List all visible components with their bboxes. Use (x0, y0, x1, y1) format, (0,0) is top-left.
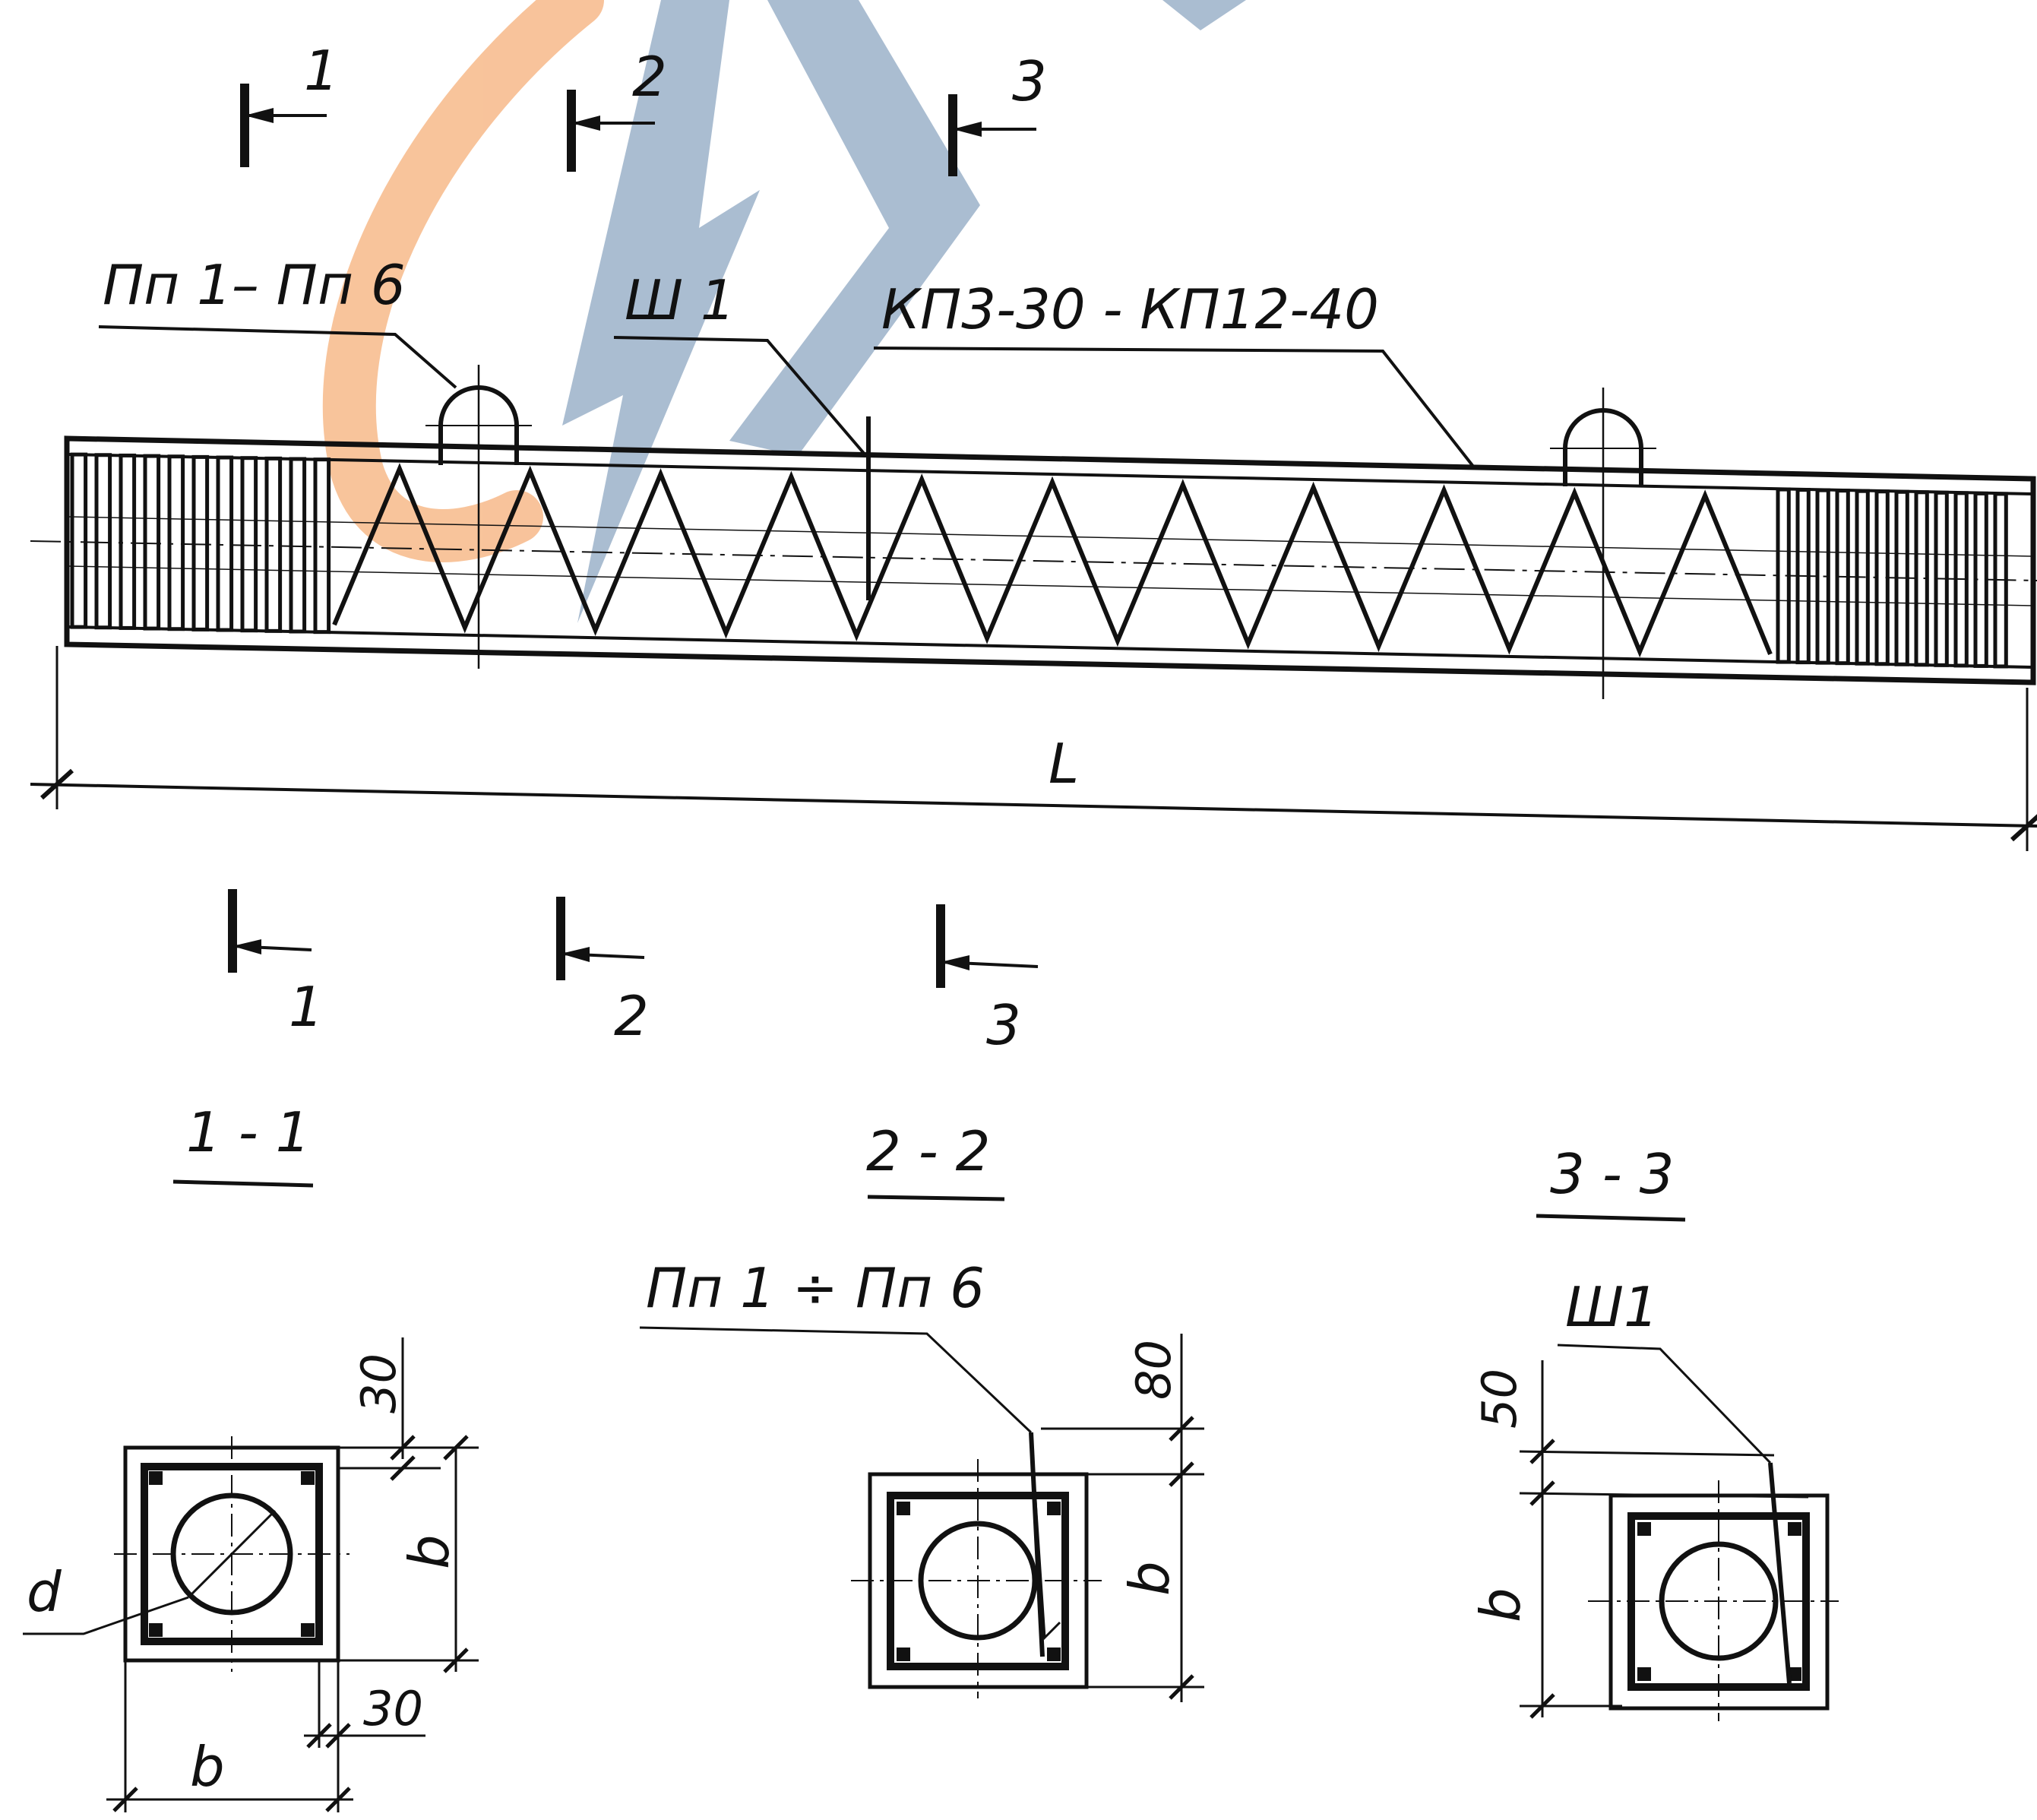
stirrup (313, 457, 331, 635)
watermark-blue-bolt-left (562, 0, 760, 623)
stirrup (167, 454, 185, 631)
stirrup (1795, 488, 1811, 665)
dim-b-s3-label: b (1469, 1587, 1532, 1622)
stirrup (119, 453, 137, 630)
dim-30-top-label: 30 (351, 1353, 406, 1413)
pile-outline (64, 435, 2036, 685)
watermark-blue-bolt-right (729, 0, 980, 456)
callout-frames: КП3-30 - КП12-40 (881, 277, 1379, 341)
stirrup (70, 452, 88, 629)
stirrup (1894, 489, 1909, 666)
stirrup (1953, 491, 1969, 668)
callouts-main: Пп 1– Пп 6 Ш 1 КП3-30 - КП12-40 (98, 253, 1476, 469)
section-mark-bottom-1: 1 (289, 975, 324, 1039)
section-3-callout: Ш1 (1565, 1275, 1659, 1339)
dim-b-s2-label: b (1118, 1561, 1181, 1596)
pile-elevation (30, 365, 2037, 699)
stirrup (94, 453, 112, 630)
section-mark-top-2: 2 (632, 45, 667, 109)
dim-80-label: 80 (1126, 1340, 1181, 1400)
section-1-title: 1 - 1 (186, 1100, 310, 1164)
spiral-frame (332, 463, 1773, 658)
stirrup (1874, 489, 1890, 666)
stirrup (1835, 489, 1850, 666)
callout-loops: Пп 1– Пп 6 (103, 253, 406, 317)
dim-30-bottom-label: 30 (363, 1681, 423, 1736)
stirrup (191, 454, 210, 631)
stirrup (1934, 490, 1949, 667)
stirrup (216, 455, 234, 632)
stirrup (1993, 492, 2008, 669)
section-mark-top-3: 3 (1012, 49, 1047, 113)
stirrup (1776, 487, 1791, 664)
section-2-2: Пп 1 ÷ Пп 6 80 b (639, 1256, 1204, 1702)
section-mark-bottom-3: 3 (986, 993, 1021, 1057)
stirrup (1973, 491, 1988, 668)
stirrup (240, 456, 258, 633)
stirrup (1855, 489, 1870, 666)
callout-joint: Ш 1 (625, 268, 735, 332)
section-2-callout: Пп 1 ÷ Пп 6 (646, 1256, 985, 1320)
stirrup (289, 457, 307, 634)
stirrups-dense-left (70, 452, 331, 635)
section-3-3: Ш1 50 b (1469, 1275, 1839, 1721)
stirrup (1815, 488, 1830, 665)
stirrup (1914, 490, 1929, 667)
stirrup (264, 456, 283, 633)
section-2-title: 2 - 2 (866, 1119, 990, 1183)
section-mark-top-1: 1 (304, 39, 339, 103)
dim-b-s1-horizontal-label: b (190, 1735, 225, 1799)
stirrup (143, 454, 161, 631)
dim-b-s1-vertical-label: b (397, 1534, 461, 1569)
section-markers-top: 1 2 3 (240, 39, 1047, 176)
watermark-blue-corner (1162, 0, 1246, 30)
section-mark-bottom-2: 2 (614, 984, 649, 1048)
section-3-title: 3 - 3 (1550, 1142, 1674, 1206)
dim-d-label: d (27, 1560, 62, 1624)
watermark-logo (322, 0, 1246, 623)
stirrups-dense-right (1776, 487, 2008, 669)
section-titles: 1 - 1 2 - 2 3 - 3 (172, 1100, 1686, 1222)
dim-50-label: 50 (1472, 1369, 1527, 1429)
watermark-orange-arc (322, 0, 604, 562)
dimension-length-label: L (1049, 732, 1079, 796)
dimension-length: L (30, 646, 2037, 851)
section-1-1: d 30 b 30 b (23, 1337, 479, 1812)
section-markers-bottom: 1 2 3 (228, 889, 1039, 1057)
